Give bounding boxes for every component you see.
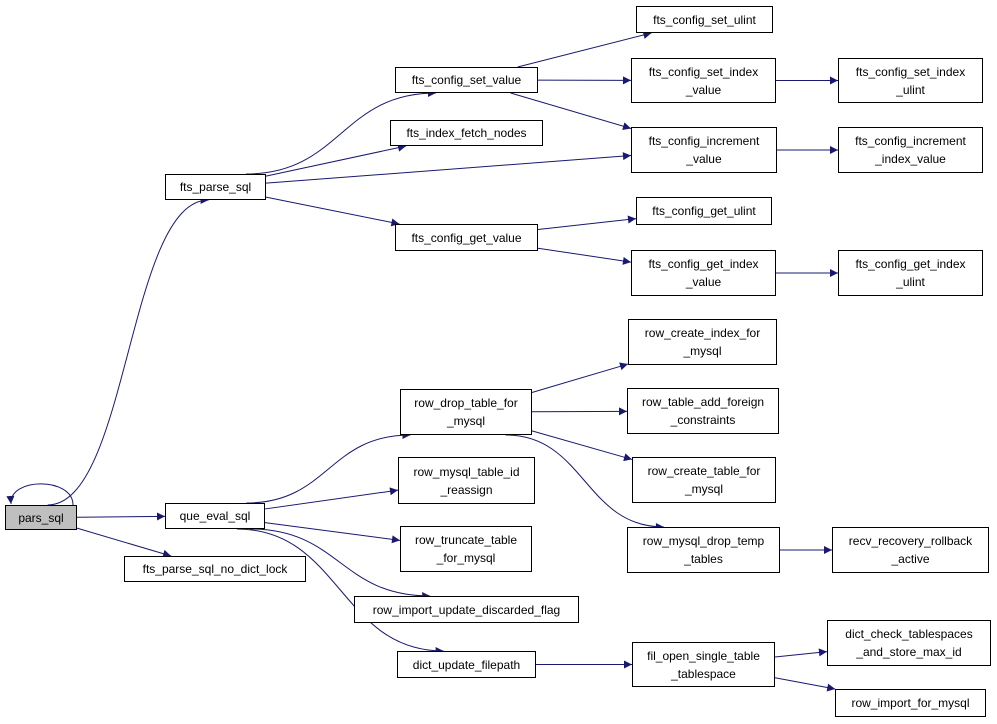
node-label: recv_recovery_rollback _active [848,534,973,566]
call-edge [245,89,437,175]
node-label: row_table_add_foreign _constraints [641,395,765,427]
call-edge [76,527,172,558]
call-edge [47,196,209,506]
node-label: row_mysql_table_id _reassign [413,464,520,497]
node-row-table-add-foreign-constraints[interactable]: row_table_add_foreign _constraints [627,388,779,434]
node-fts-index-fetch-nodes[interactable]: fts_index_fetch_nodes [390,120,543,146]
node-fts-parse-sql-no-dict-lock[interactable]: fts_parse_sql_no_dict_lock [124,556,306,582]
node-label: fts_config_set_ulint [653,12,756,27]
call-edge [505,434,664,531]
node-pars-sql: pars_sql [5,505,77,530]
node-fts-config-increment-value[interactable]: fts_config_increment _value [631,127,777,173]
node-label: fts_parse_sql [179,180,252,194]
call-edge [264,487,399,510]
node-row-import-update-discarded-flag[interactable]: row_import_update_discarded_flag [354,596,579,623]
node-row-create-table-for-mysql[interactable]: row_create_table_for _mysql [632,457,776,503]
node-label: fts_config_set_index _ulint [855,64,966,97]
node-row-mysql-table-id-reassign[interactable]: row_mysql_table_id _reassign [398,457,535,504]
node-label: fts_config_get_index _ulint [855,257,966,289]
call-edge [265,143,407,177]
node-fts-parse-sql[interactable]: fts_parse_sql [165,174,266,200]
node-recv-recovery-rollback-active[interactable]: recv_recovery_rollback _active [832,527,989,573]
node-label: fts_config_set_value [411,73,522,87]
call-edge [531,430,633,462]
call-edge [264,522,401,544]
call-edge [510,92,632,131]
node-label: row_import_update_discarded_flag [372,602,561,617]
call-edge [265,152,632,184]
node-label: dict_update_filepath [412,657,521,672]
call-edge [517,31,652,68]
call-edge [265,196,400,227]
node-label: row_create_table_for _mysql [647,464,761,496]
node-row-import-for-mysql[interactable]: row_import_for_mysql [835,689,986,717]
node-label: fts_config_increment _index_value [855,134,966,166]
node-que-eval-sql[interactable]: que_eval_sql [165,503,265,529]
node-fts-config-increment-index-value[interactable]: fts_config_increment _index_value [838,127,983,173]
node-dict-update-filepath[interactable]: dict_update_filepath [397,651,536,678]
node-fts-config-set-ulint[interactable]: fts_config_set_ulint [636,6,773,33]
call-edge [537,215,637,231]
node-label: fts_config_get_ulint [652,204,756,218]
node-label: row_drop_table_for _mysql [414,396,518,428]
node-fts-config-set-index-value[interactable]: fts_config_set_index _value [631,58,776,103]
node-row-truncate-table-for-mysql[interactable]: row_truncate_table _for_mysql [400,526,532,572]
node-fil-open-single-table-tablespace[interactable]: fil_open_single_table _tablespace [632,642,775,687]
node-label: fts_config_get_value [411,230,522,245]
node-label: que_eval_sql [179,509,251,523]
call-edge [774,648,828,658]
node-fts-config-get-value[interactable]: fts_config_get_value [395,224,538,251]
node-label: pars_sql [18,510,64,525]
node-row-mysql-drop-temp-tables[interactable]: row_mysql_drop_temp _tables [627,527,780,573]
node-label: row_mysql_drop_temp _tables [642,534,765,566]
node-label: row_truncate_table _for_mysql [414,533,518,565]
node-fts-config-set-index-ulint[interactable]: fts_config_set_index _ulint [838,58,983,103]
node-label: fts_index_fetch_nodes [406,126,527,140]
node-fts-config-set-value[interactable]: fts_config_set_value [395,67,538,93]
call-edge [537,247,632,265]
call-edge [774,677,836,692]
node-label: row_create_index_for _mysql [644,326,761,358]
node-fts-config-get-index-value[interactable]: fts_config_get_index _value [631,250,776,296]
node-fts-config-get-ulint[interactable]: fts_config_get_ulint [636,197,772,225]
node-label: fil_open_single_table _tablespace [647,648,760,681]
node-label: fts_config_set_index _value [648,64,759,97]
call-edge [249,528,431,600]
node-dict-check-tablespaces-and-store-max-id[interactable]: dict_check_tablespaces _and_store_max_id [827,620,991,666]
node-label: fts_parse_sql_no_dict_lock [142,562,288,576]
call-edge [6,483,74,506]
node-row-drop-table-for-mysql[interactable]: row_drop_table_for _mysql [400,389,532,435]
node-fts-config-get-index-ulint[interactable]: fts_config_get_index _ulint [838,250,983,296]
node-label: dict_check_tablespaces _and_store_max_id [845,627,973,659]
node-row-create-index-for-mysql[interactable]: row_create_index_for _mysql [628,319,777,365]
node-label: row_import_for_mysql [851,696,970,710]
call-edge [531,362,629,393]
call-edge [237,528,444,655]
node-label: fts_config_increment _value [648,134,760,166]
call-edge [76,512,166,521]
node-label: fts_config_get_index _value [648,257,759,289]
call-edge [246,431,411,504]
